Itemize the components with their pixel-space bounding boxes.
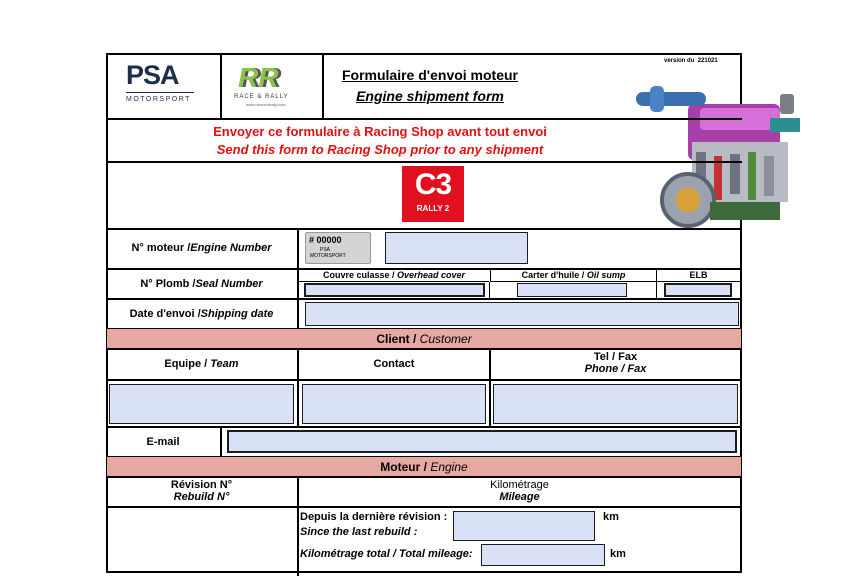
total-mileage-field[interactable] xyxy=(481,544,605,566)
engine-illustration xyxy=(636,86,800,228)
label-divider xyxy=(297,228,299,328)
seal-number-label: N° Plomb / Seal Number xyxy=(106,270,297,298)
psa-logo-sub: MOTORSPORT xyxy=(126,96,191,103)
shipping-date-label: Date d'envoi / Shipping date xyxy=(106,300,297,327)
phone-header-fr: Tel / Fax xyxy=(593,351,638,363)
team-header-en: Team xyxy=(210,358,239,370)
row-line-11 xyxy=(106,476,742,478)
engine-number-label-fr: N° moteur / xyxy=(131,242,191,254)
rr-logo-sub: RACE & RALLY xyxy=(234,94,289,100)
phone-header-en: Phone / Fax xyxy=(584,363,647,375)
rebuild-header-fr: Révision N° xyxy=(170,479,233,491)
engine-band-en: Engine xyxy=(430,459,468,474)
seal-number-label-fr: N° Plomb / xyxy=(140,278,196,290)
badge-big-text: C3 xyxy=(414,168,452,201)
row-line-8 xyxy=(106,379,742,381)
elb-field[interactable] xyxy=(664,283,732,297)
engine-plate-sub2: MOTORSPORT xyxy=(310,253,346,259)
mileage-header-en: Mileage xyxy=(499,491,540,503)
badge-small-text: RALLY 2 xyxy=(416,204,450,213)
shipping-date-label-fr: Date d'envoi / xyxy=(129,307,201,320)
team-header: Equipe / Team xyxy=(106,350,297,378)
engine-number-label-en: Engine Number xyxy=(190,242,272,254)
email-label: E-mail xyxy=(146,435,180,448)
row-line-5 xyxy=(106,298,742,300)
page-title: Formulaire d'envoi moteur xyxy=(341,67,519,83)
page-subtitle: Engine shipment form xyxy=(356,88,504,104)
elb-header: ELB xyxy=(656,270,740,282)
overhead-cover-fr: Couvre culasse / xyxy=(322,270,397,280)
client-divider-2 xyxy=(489,348,491,426)
row-line-4 xyxy=(106,268,742,270)
shipping-date-label-en: Shipping date xyxy=(200,307,274,320)
engine-band-fr: Moteur / xyxy=(380,459,427,474)
row-line-9 xyxy=(106,426,742,428)
since-rebuild-unit: km xyxy=(603,511,619,523)
oil-sump-fr: Carter d'huile / xyxy=(521,270,587,280)
engine-plate-sub1: PSA xyxy=(320,247,331,253)
contact-header: Contact xyxy=(373,358,415,370)
header-divider-1 xyxy=(220,53,222,119)
row-line-7 xyxy=(106,348,742,350)
notice-fr: Envoyer ce formulaire à Racing Shop avan… xyxy=(213,124,547,139)
rebuild-header: Révision N° Rebuild N° xyxy=(106,477,297,505)
phone-field[interactable] xyxy=(493,384,738,424)
header-divider-2 xyxy=(322,53,324,119)
row-line-12 xyxy=(106,506,742,508)
oil-sump-field[interactable] xyxy=(517,283,627,297)
engine-plate-number: # 00000 xyxy=(309,235,342,245)
contact-field[interactable] xyxy=(302,384,486,424)
overhead-cover-header: Couvre culasse / Overhead cover xyxy=(299,270,489,282)
engine-number-label: N° moteur / Engine Number xyxy=(106,230,297,266)
team-header-fr: Equipe / xyxy=(164,358,208,370)
notice-en: Send this form to Racing Shop prior to a… xyxy=(216,142,544,157)
phone-header: Tel / Fax Phone / Fax xyxy=(491,348,740,378)
overhead-cover-field[interactable] xyxy=(304,283,485,297)
rr-logo-url: www.raceandrally.com xyxy=(246,102,286,107)
email-divider xyxy=(220,426,222,456)
version-label: version du 221021 xyxy=(664,58,718,64)
row-line-1 xyxy=(106,118,742,120)
row-line-2 xyxy=(106,161,742,163)
psa-motorsport-logo: PSA MOTORSPORT xyxy=(120,60,210,110)
engine-plate-image: # 00000 PSA MOTORSPORT xyxy=(305,232,371,264)
row-line-3 xyxy=(106,228,742,230)
race-rally-logo: RR RACE & RALLY www.raceandrally.com xyxy=(232,62,314,112)
mileage-header-fr: Kilométrage xyxy=(490,479,549,491)
overhead-cover-en: Overhead cover xyxy=(397,270,466,280)
client-divider-1 xyxy=(297,348,299,426)
oil-sump-en: Oil sump xyxy=(586,270,626,280)
version-value: 221021 xyxy=(697,58,718,64)
mileage-header: Kilométrage Mileage xyxy=(299,477,740,505)
email-field[interactable] xyxy=(227,430,737,453)
rebuild-header-en: Rebuild N° xyxy=(173,491,230,503)
version-text: version du xyxy=(664,58,695,64)
engine-divider xyxy=(297,476,299,576)
total-mileage-unit: km xyxy=(610,548,626,560)
total-mileage-label: Kilométrage total / Total mileage: xyxy=(300,548,473,560)
client-band: Client / Customer xyxy=(107,329,741,348)
seal-number-label-en: Seal Number xyxy=(195,278,263,290)
shipping-date-field[interactable] xyxy=(305,302,739,326)
since-rebuild-label-en: Since the last rebuild : xyxy=(300,526,418,538)
client-band-en: Customer xyxy=(419,331,472,346)
engine-number-field[interactable] xyxy=(385,232,528,264)
oil-sump-header: Carter d'huile / Oil sump xyxy=(490,270,656,282)
c3-rally2-badge: C3 RALLY 2 xyxy=(402,166,464,222)
client-band-fr: Client / xyxy=(376,331,417,346)
team-field[interactable] xyxy=(109,384,294,424)
engine-band: Moteur / Engine xyxy=(107,457,741,476)
rr-logo-text: RR xyxy=(238,62,279,93)
psa-logo-text: PSA xyxy=(126,60,180,90)
since-rebuild-field[interactable] xyxy=(453,511,595,541)
seal-col-divider-2 xyxy=(656,282,657,298)
since-rebuild-label-fr: Depuis la dernière révision : xyxy=(300,511,448,523)
elb-label: ELB xyxy=(689,270,708,280)
seal-col-divider-1 xyxy=(489,282,490,298)
